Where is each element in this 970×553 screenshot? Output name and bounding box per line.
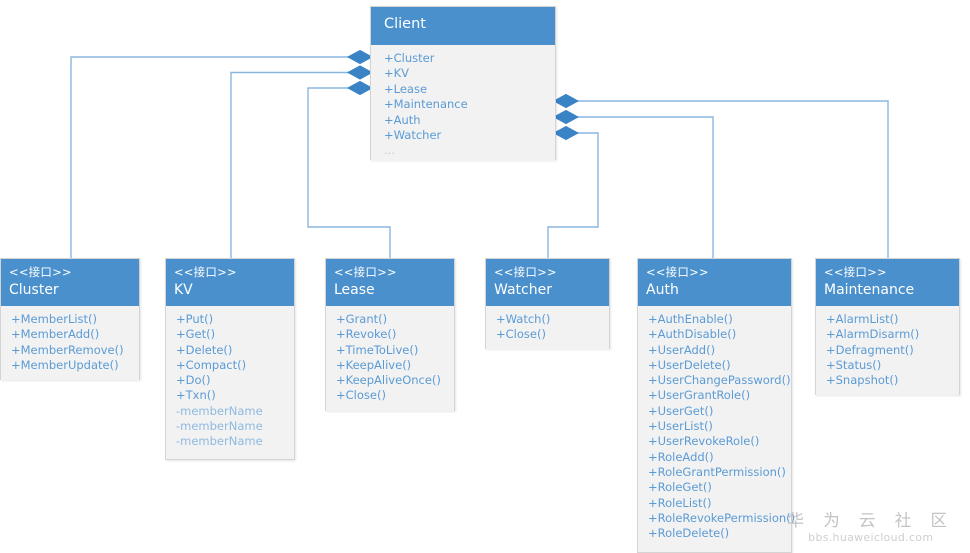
member-item: +UserAdd() xyxy=(648,342,716,357)
connector-client-auth xyxy=(566,116,714,258)
member-item: +Txn() xyxy=(176,388,216,403)
member-item: +Put() xyxy=(176,312,214,326)
watermark-url: bbs.huaweicloud.com xyxy=(808,531,934,544)
class-header-maintenance: <<接口>> Maintenance xyxy=(816,259,959,306)
member-item: +Watch() xyxy=(496,312,551,326)
class-header-lease: <<接口>> Lease xyxy=(326,259,454,306)
member-item: +Maintenance xyxy=(384,97,468,112)
class-members-watcher: +Watch() +Close() xyxy=(486,306,609,350)
stereotype-label: <<接口>> xyxy=(494,265,557,279)
class-box-lease[interactable]: <<接口>> Lease +Grant() +Revoke() +TimeToL… xyxy=(325,258,455,411)
class-header-kv: <<接口>> KV xyxy=(166,259,294,306)
member-item: +RoleList() xyxy=(648,495,712,510)
stereotype-label: <<接口>> xyxy=(646,265,709,279)
composition-diamond-maintenance xyxy=(552,93,580,109)
class-box-maintenance[interactable]: <<接口>> Maintenance +AlarmList() +AlarmDi… xyxy=(815,258,960,396)
member-item: +Defragment() xyxy=(826,342,914,357)
member-item: +Status() xyxy=(826,357,882,372)
watermark-brand: 华 为 云 社 区 xyxy=(787,511,954,530)
member-item: +AuthDisable() xyxy=(648,327,737,342)
member-item: +Auth xyxy=(384,112,421,127)
class-members-kv: +Put() +Get() +Delete() +Compact() +Do()… xyxy=(166,306,294,457)
class-box-watcher[interactable]: <<接口>> Watcher +Watch() +Close() xyxy=(485,258,610,350)
class-box-client[interactable]: Client +Cluster +KV +Lease +Maintenance … xyxy=(370,6,556,161)
composition-diamond-kv xyxy=(346,65,374,80)
member-item: +UserList() xyxy=(648,419,713,434)
member-item: +Lease xyxy=(384,81,428,96)
watermark: 华 为 云 社 区 bbs.huaweicloud.com xyxy=(788,511,954,545)
member-item: -memberName xyxy=(176,419,263,434)
member-item: +AlarmList() xyxy=(826,312,899,326)
member-item: +Cluster xyxy=(384,51,435,65)
member-item: +MemberRemove() xyxy=(11,342,124,357)
member-item: +AuthEnable() xyxy=(648,312,733,326)
class-members-cluster: +MemberList() +MemberAdd() +MemberRemove… xyxy=(1,306,139,381)
member-item: +Watcher xyxy=(384,128,442,143)
class-box-kv[interactable]: <<接口>> KV +Put() +Get() +Delete() +Compa… xyxy=(165,258,295,460)
member-item: +Delete() xyxy=(176,342,233,357)
member-item: +RoleDelete() xyxy=(648,526,730,541)
member-item: +RoleAdd() xyxy=(648,449,714,464)
class-members-maintenance: +AlarmList() +AlarmDisarm() +Defragment(… xyxy=(816,306,959,396)
member-item: +Revoke() xyxy=(336,327,397,342)
composition-diamond-cluster xyxy=(346,49,374,65)
class-header-auth: <<接口>> Auth xyxy=(638,259,791,306)
member-item: +KV xyxy=(384,66,410,81)
member-item: +RoleRevokePermission() xyxy=(648,510,796,525)
member-item: +Snapshot() xyxy=(826,373,899,388)
class-title-auth: Auth xyxy=(646,282,679,298)
member-item: +KeepAlive() xyxy=(336,357,412,372)
member-item: +RoleGrantPermission() xyxy=(648,464,786,479)
stereotype-label: <<接口>> xyxy=(174,265,237,279)
class-title-lease: Lease xyxy=(334,282,375,298)
member-item: -memberName xyxy=(176,403,263,418)
connector-client-cluster xyxy=(70,56,360,258)
member-item: +UserRevokeRole() xyxy=(648,434,760,449)
member-item: +MemberList() xyxy=(11,312,98,326)
class-box-cluster[interactable]: <<接口>> Cluster +MemberList() +MemberAdd(… xyxy=(0,258,140,381)
class-members-lease: +Grant() +Revoke() +TimeToLive() +KeepAl… xyxy=(326,306,454,411)
class-title-maintenance: Maintenance xyxy=(824,282,915,298)
member-item: +Close() xyxy=(496,327,546,342)
class-members-client: +Cluster +KV +Lease +Maintenance +Auth +… xyxy=(371,45,555,161)
member-ellipsis: ... xyxy=(384,143,395,158)
member-item: +UserGet() xyxy=(648,403,714,418)
member-item: +UserChangePassword() xyxy=(648,373,791,388)
member-item: +KeepAliveOnce() xyxy=(336,373,441,388)
composition-diamond-lease xyxy=(346,80,374,96)
class-title-cluster: Cluster xyxy=(9,282,59,298)
class-members-auth: +AuthEnable() +AuthDisable() +UserAdd() … xyxy=(638,306,796,549)
connector-client-maintenance xyxy=(566,100,889,258)
member-item: +Do() xyxy=(176,373,211,388)
member-item: +Close() xyxy=(336,388,386,403)
member-item: +MemberAdd() xyxy=(11,327,100,342)
class-title-kv: KV xyxy=(174,282,193,298)
stereotype-label: <<接口>> xyxy=(334,265,397,279)
class-header-watcher: <<接口>> Watcher xyxy=(486,259,609,306)
member-item: +UserDelete() xyxy=(648,357,731,372)
member-item: +UserGrantRole() xyxy=(648,388,751,403)
stereotype-label: <<接口>> xyxy=(9,265,72,279)
member-item: +Get() xyxy=(176,327,216,342)
class-title-watcher: Watcher xyxy=(494,282,552,298)
connector-client-kv xyxy=(230,71,360,258)
member-item: +RoleGet() xyxy=(648,480,712,495)
member-item: +MemberUpdate() xyxy=(11,357,119,372)
class-header-client: Client xyxy=(371,7,555,45)
member-item: -memberName xyxy=(176,434,263,449)
class-header-cluster: <<接口>> Cluster xyxy=(1,259,139,306)
member-item: +Grant() xyxy=(336,312,388,326)
stereotype-label: <<接口>> xyxy=(824,265,887,279)
member-item: +AlarmDisarm() xyxy=(826,327,920,342)
class-title-client: Client xyxy=(384,16,426,32)
member-item: +TimeToLive() xyxy=(336,342,419,357)
member-item: +Compact() xyxy=(176,357,247,372)
composition-diamond-auth xyxy=(552,109,580,125)
composition-diamond-watcher xyxy=(552,125,580,141)
class-box-auth[interactable]: <<接口>> Auth +AuthEnable() +AuthDisable()… xyxy=(637,258,796,553)
